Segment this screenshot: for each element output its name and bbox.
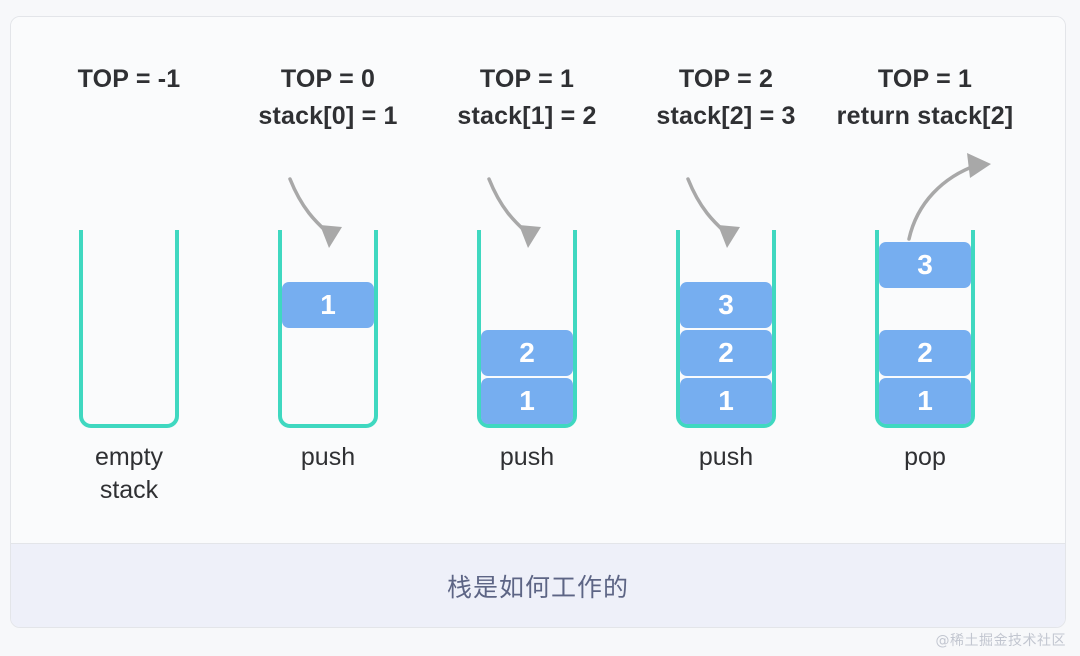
operation-label-push-1: push	[228, 441, 428, 474]
operation-line: push	[499, 443, 555, 471]
stack-blocks-push-1: 1	[282, 234, 374, 426]
operation-label-empty: empty stack	[29, 441, 229, 507]
stack-blocks-pop: 3 2 1	[879, 234, 971, 426]
annotation-line: TOP = 1	[479, 65, 575, 93]
annotation-line: TOP = 1	[877, 65, 973, 93]
annotation-line: return stack[2]	[836, 102, 1014, 130]
stack-container-pop: 3 2 1	[873, 230, 977, 430]
stack-block: 2	[879, 330, 971, 376]
figure-caption-bar: 栈是如何工作的	[11, 543, 1065, 627]
operation-label-push-3: push	[626, 441, 826, 474]
stack-step-push-2: TOP = 1 stack[1] = 2 2 1 push	[427, 17, 627, 545]
stack-block: 2	[680, 330, 772, 376]
stack-block: 3	[680, 282, 772, 328]
stack-step-push-1: TOP = 0 stack[0] = 1 1 push	[228, 17, 428, 545]
stack-block: 1	[879, 378, 971, 424]
operation-line: push	[300, 443, 356, 471]
stack-diagram: TOP = -1 empty stack TOP = 0 stack[0] = …	[11, 17, 1065, 545]
figure-card: TOP = -1 empty stack TOP = 0 stack[0] = …	[10, 16, 1066, 628]
stack-block: 2	[481, 330, 573, 376]
stack-step-empty: TOP = -1 empty stack	[29, 17, 229, 545]
operation-line: pop	[904, 443, 946, 471]
stack-block: 1	[680, 378, 772, 424]
annotation-line: stack[0] = 1	[258, 102, 398, 130]
annotation-line: stack[1] = 2	[457, 102, 597, 130]
stack-blocks-push-3: 3 2 1	[680, 234, 772, 426]
stack-blocks-push-2: 2 1	[481, 234, 573, 426]
stack-step-push-3: TOP = 2 stack[2] = 3 3 2 1	[626, 17, 826, 545]
operation-label-pop: pop	[825, 441, 1025, 474]
annotation-step-empty: TOP = -1	[29, 61, 229, 98]
stack-step-pop: TOP = 1 return stack[2] 3 2 1	[825, 17, 1025, 545]
stack-block: 1	[282, 282, 374, 328]
figure-caption-text: 栈是如何工作的	[446, 572, 629, 602]
stack-tube-icon	[674, 230, 778, 430]
stack-tube-icon	[475, 230, 579, 430]
operation-label-push-2: push	[427, 441, 627, 474]
stack-tube-icon	[276, 230, 380, 430]
stack-tube-icon	[77, 230, 181, 430]
watermark-text: @稀土掘金技术社区	[935, 633, 1066, 649]
stack-blocks-empty	[83, 234, 175, 426]
operation-line: stack	[99, 476, 159, 504]
annotation-line: TOP = -1	[77, 65, 181, 93]
annotation-line: stack[2] = 3	[656, 102, 796, 130]
stack-container-push-1: 1	[276, 230, 380, 430]
annotation-line: TOP = 0	[280, 65, 376, 93]
annotation-step-push-1: TOP = 0 stack[0] = 1	[228, 61, 428, 135]
stack-container-empty	[77, 230, 181, 430]
stack-block-popped: 3	[879, 242, 971, 288]
stack-container-push-3: 3 2 1	[674, 230, 778, 430]
annotation-step-pop: TOP = 1 return stack[2]	[825, 61, 1025, 135]
annotation-step-push-2: TOP = 1 stack[1] = 2	[427, 61, 627, 135]
operation-line: push	[698, 443, 754, 471]
annotation-line: TOP = 2	[678, 65, 774, 93]
stack-container-push-2: 2 1	[475, 230, 579, 430]
annotation-step-push-3: TOP = 2 stack[2] = 3	[626, 61, 826, 135]
stack-block: 1	[481, 378, 573, 424]
stack-tube-icon	[873, 230, 977, 430]
operation-line: empty	[94, 443, 164, 471]
